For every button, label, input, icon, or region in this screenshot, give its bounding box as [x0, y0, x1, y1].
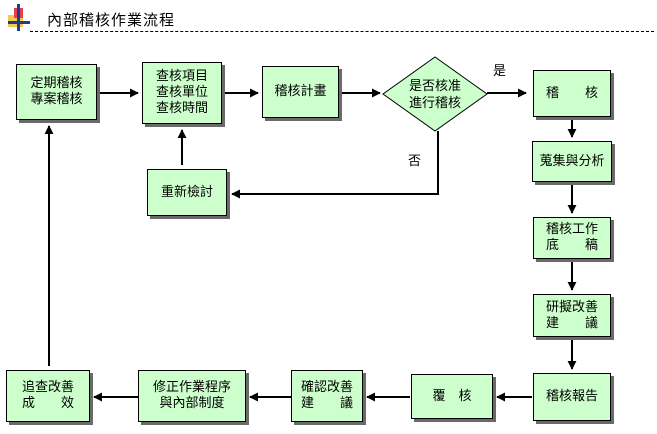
header-divider — [30, 31, 654, 32]
node-decision: 是否核准 進行稽核 — [384, 70, 486, 120]
node-text: 建 議 — [545, 315, 598, 331]
node-text: 稽 核 — [545, 85, 598, 101]
node-text: 進行稽核 — [408, 96, 461, 111]
node-text: 與內部制度 — [159, 396, 225, 411]
header: 內部稽核作業流程 — [0, 0, 657, 36]
node-text: 重新檢討 — [160, 184, 213, 200]
page-title: 內部稽核作業流程 — [47, 11, 176, 29]
node-text: 稽核工作 — [545, 222, 598, 237]
node-text: 蒐集與分析 — [539, 153, 605, 169]
arrow-decision-no-to-rereview — [231, 131, 439, 199]
node-text: 建 議 — [300, 396, 353, 411]
decision-diamond — [382, 56, 488, 132]
node-text: 底 稿 — [545, 238, 598, 253]
node-text: 稽核報告 — [545, 389, 598, 404]
node-follow-up: 追查改善 成 效 — [6, 370, 90, 422]
node-collect-analyze: 蒐集與分析 — [532, 141, 612, 182]
node-text: 是否核准 — [408, 79, 461, 94]
node-audit-plan: 稽核計畫 — [262, 66, 339, 118]
node-revise-procedures: 修正作業程序 與內部制度 — [138, 370, 246, 422]
node-reinspection: 覆 核 — [411, 374, 493, 419]
node-text: 成 效 — [21, 396, 74, 411]
node-text: 專案稽核 — [30, 92, 83, 107]
node-text: 查核項目 — [155, 69, 208, 84]
node-confirm-improvement: 確認改善 建 議 — [291, 370, 363, 422]
node-audit: 稽 核 — [533, 70, 611, 117]
node-working-papers: 稽核工作 底 稿 — [533, 217, 611, 259]
label-no: 否 — [408, 154, 422, 169]
node-text: 查核時間 — [155, 101, 208, 116]
node-review-items: 查核項目 查核單位 查核時間 — [142, 62, 222, 124]
node-text: 定期稽核 — [30, 76, 83, 91]
node-text: 稽核計畫 — [274, 84, 327, 99]
node-re-review: 重新檢討 — [147, 169, 227, 216]
node-text: 覆 核 — [432, 388, 472, 404]
node-text: 確認改善 — [300, 380, 353, 395]
node-text: 修正作業程序 — [152, 380, 231, 395]
node-text: 查核單位 — [155, 85, 208, 100]
node-text: 研擬改善 — [545, 299, 598, 315]
node-draft-improvement: 研擬改善 建 議 — [533, 294, 611, 337]
node-text: 追查改善 — [21, 380, 74, 395]
label-yes: 是 — [493, 64, 507, 79]
node-periodic-audit: 定期稽核 專案稽核 — [16, 64, 97, 120]
logo-icon — [8, 4, 30, 31]
node-audit-report: 稽核報告 — [533, 373, 611, 421]
